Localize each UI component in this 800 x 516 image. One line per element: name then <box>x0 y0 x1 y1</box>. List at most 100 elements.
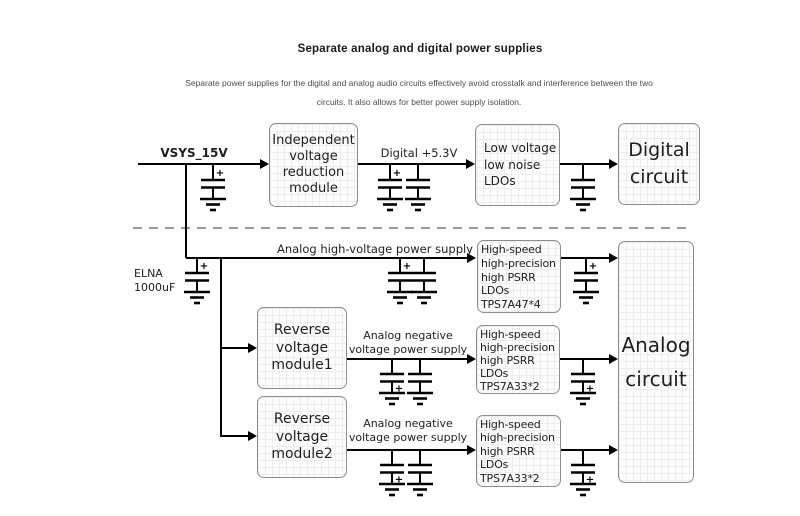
neg-rail1-label-line1: Analog negative <box>363 329 453 342</box>
block-text-line: Reverse <box>273 411 331 427</box>
block-text-line: module2 <box>271 446 333 462</box>
block-text-line: High-speed <box>480 328 541 341</box>
svg-text:+: + <box>586 384 594 395</box>
capacitor-ground-symbol <box>407 450 433 497</box>
wire-vsys <box>138 163 261 165</box>
block-text-line: Independent <box>272 133 355 148</box>
block-text-line: voltage <box>289 149 338 164</box>
block-text-line: LDOs <box>480 458 509 472</box>
svg-text:+: + <box>200 261 208 272</box>
arrowhead-icon <box>260 159 269 169</box>
wire-neg-rail1 <box>347 358 468 360</box>
block-analog-circuit: Analog circuit <box>618 241 694 483</box>
arrowhead-icon <box>609 354 618 364</box>
block-text-line: high PSRR <box>481 270 536 284</box>
block-text-line: high-precision <box>480 341 555 354</box>
wire-neg2-to-analog-circuit <box>561 449 610 451</box>
capacitor-ground-symbol: + <box>200 165 226 212</box>
wire-to-digital-circuit <box>560 163 610 165</box>
capacitor-ground-symbol: + <box>573 258 599 305</box>
block-text-line: high-precision <box>481 256 556 270</box>
capacitor-ground-symbol: + <box>570 359 596 406</box>
subtitle-line2: circuits. It also allows for better powe… <box>316 97 522 107</box>
capacitor-ground-symbol: + <box>184 258 210 305</box>
wire-digital-rail <box>358 163 467 165</box>
block-text-line: Analog <box>621 333 691 357</box>
block-text-line: TPS7A47*4 <box>481 298 541 312</box>
block-digital-circuit: Digital circuit <box>618 123 700 205</box>
page-title: Separate analog and digital power suppli… <box>297 43 543 55</box>
svg-text:+: + <box>403 261 411 272</box>
block-text-line: voltage <box>275 339 329 356</box>
svg-text:+: + <box>395 475 403 486</box>
vsys-net-label: VSYS_15V <box>160 146 228 160</box>
block-text-line: circuit <box>625 367 687 391</box>
neg-rail2-label: Analog negative voltage power supply <box>347 417 469 445</box>
block-reverse-voltage-module2: Reverse voltage module2 <box>257 396 347 478</box>
capacitor-ground-symbol: + <box>379 359 405 406</box>
block-high-speed-ldos-tps7a33-1: High-speed high-precision high PSRR LDOs… <box>476 325 560 394</box>
wire-neg-rail2 <box>347 449 468 451</box>
capacitor-ground-symbol: + <box>570 450 596 497</box>
block-low-voltage-low-noise-ldos: Low voltage low noise LDOs <box>475 124 560 206</box>
wire-branch-module2 <box>221 435 249 437</box>
block-text-line: high-precision <box>480 431 555 445</box>
block-high-speed-ldos-tps7a33-2: High-speed high-precision high PSRR LDOs… <box>476 415 561 487</box>
block-text-line: Low voltage <box>484 141 557 155</box>
arrowhead-icon <box>609 253 618 263</box>
block-text-line: TPS7A33*2 <box>480 380 540 393</box>
block-text-line: module <box>289 181 338 196</box>
svg-text:+: + <box>586 475 594 486</box>
block-text-line: LDOs <box>480 367 509 380</box>
domain-separator-dashed-line <box>133 227 692 229</box>
block-independent-voltage-reduction-module: Independent voltage reduction module <box>269 123 358 207</box>
digital-rail-label: Digital +5.3V <box>380 146 458 160</box>
block-text-line: High-speed <box>480 418 541 431</box>
wire-neg1-to-analog-circuit <box>560 358 610 360</box>
capacitor-ground-symbol <box>570 165 596 212</box>
neg-rail2-label-line2: voltage power supply <box>348 431 468 444</box>
neg-rail2-label-line1: Analog negative <box>363 417 453 430</box>
analog-hv-rail-label: Analog high-voltage power supply <box>276 242 473 256</box>
capacitor-ground-symbol <box>407 359 433 406</box>
block-text-line: Reverse <box>273 322 331 338</box>
wire-branch-module1 <box>221 347 249 349</box>
block-text-line: module1 <box>271 357 333 373</box>
arrowhead-icon <box>609 159 618 169</box>
block-text-line: reduction <box>282 165 345 180</box>
arrowhead-icon <box>248 343 257 353</box>
subtitle-line1: Separate power supplies for the digital … <box>185 78 653 88</box>
svg-text:+: + <box>216 168 224 179</box>
block-text-line: Digital <box>628 139 690 161</box>
neg-rail1-label-line2: voltage power supply <box>348 343 468 356</box>
wire-analog-hv-rail <box>186 257 468 259</box>
block-high-speed-ldos-tps7a47: High-speed high-precision high PSRR LDOs… <box>477 240 561 313</box>
elna-cap-label: ELNA 1000uF <box>134 267 182 295</box>
block-reverse-voltage-module1: Reverse voltage module1 <box>257 307 347 389</box>
arrowhead-icon <box>248 431 257 441</box>
arrowhead-icon <box>467 354 476 364</box>
block-text-line: LDOs <box>481 284 510 298</box>
capacitor-ground-symbol: + <box>377 165 403 212</box>
block-text-line: high PSRR <box>480 354 535 367</box>
block-text-line: voltage <box>275 428 329 445</box>
svg-text:+: + <box>589 261 597 272</box>
elna-label-line1: ELNA <box>134 267 163 280</box>
capacitor-ground-symbol: + <box>379 450 405 497</box>
block-text-line: LDOs <box>484 174 516 188</box>
capacitor-ground-symbol <box>405 165 431 212</box>
svg-text:+: + <box>393 168 401 179</box>
block-text-line: circuit <box>629 166 689 188</box>
block-text-line: High-speed <box>481 243 542 256</box>
capacitor-ground-symbol <box>411 258 437 305</box>
block-text-line: high PSRR <box>480 444 535 458</box>
neg-rail1-label: Analog negative voltage power supply <box>347 329 469 357</box>
capacitor-ground-symbol: + <box>387 258 413 305</box>
svg-text:+: + <box>395 384 403 395</box>
arrowhead-icon <box>467 253 476 263</box>
arrowhead-icon <box>609 445 618 455</box>
block-text-line: low noise <box>484 157 541 172</box>
elna-label-line2: 1000uF <box>134 281 176 294</box>
block-text-line: TPS7A33*2 <box>480 471 540 485</box>
